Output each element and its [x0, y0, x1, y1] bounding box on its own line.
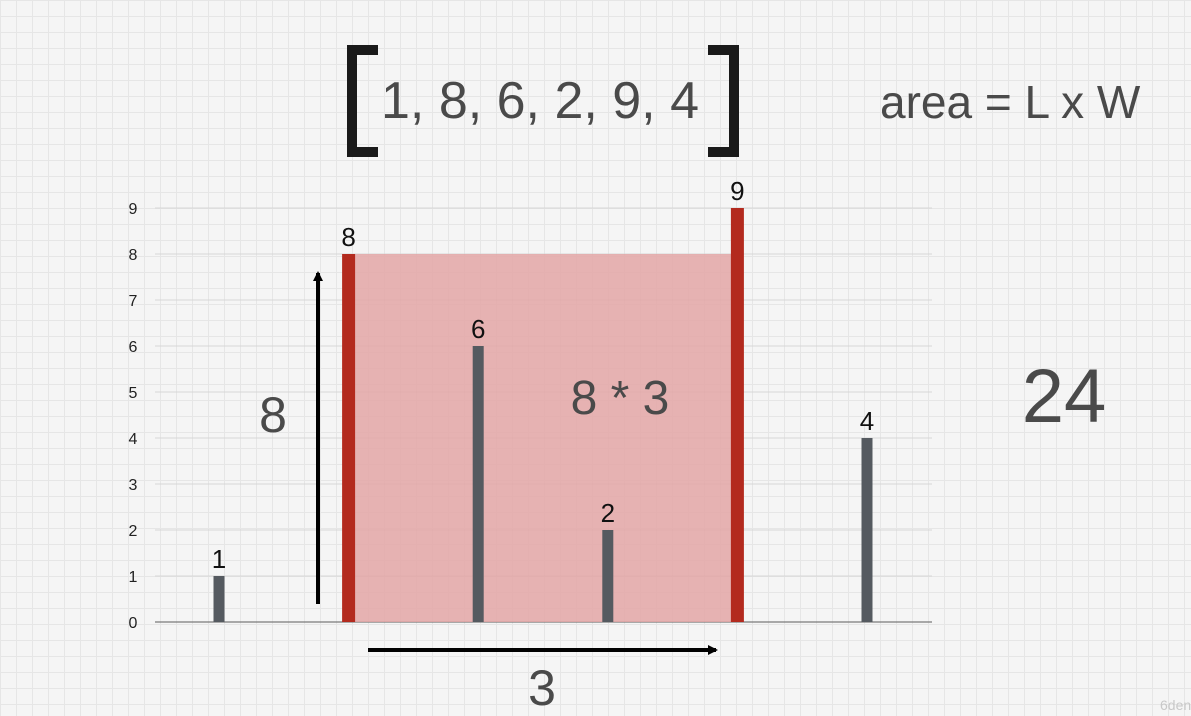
- y-tick-label: 1: [129, 569, 138, 586]
- y-axis-ticks: 0 1 2 3 4 5 6 7 8 9: [129, 201, 138, 632]
- height-label: 8: [259, 387, 287, 443]
- y-tick-label: 3: [129, 477, 138, 494]
- area-fill: [348, 254, 738, 622]
- array-display: 1, 8, 6, 2, 9, 4: [347, 45, 739, 157]
- watermark: 6den: [1160, 697, 1191, 713]
- highlighted-bar: [342, 254, 356, 622]
- width-label: 3: [528, 660, 556, 716]
- bar: [602, 530, 614, 622]
- bar: [861, 438, 873, 622]
- bars: [213, 208, 873, 622]
- y-tick-label: 8: [129, 247, 138, 264]
- area-product-label: 8 * 3: [571, 372, 670, 425]
- bar-value-label: 1: [212, 544, 226, 574]
- area-formula: area = L x W: [880, 76, 1141, 128]
- y-tick-label: 0: [129, 615, 138, 632]
- highlighted-bar: [730, 208, 744, 622]
- result-value: 24: [1022, 354, 1107, 439]
- water-area: [348, 254, 738, 622]
- y-tick-label: 4: [129, 431, 138, 448]
- bar: [213, 576, 225, 622]
- right-bracket: [708, 45, 739, 157]
- y-tick-label: 6: [129, 339, 138, 356]
- bar-value-label: 8: [341, 222, 355, 252]
- bar-value-label: 4: [860, 406, 874, 436]
- y-tick-label: 5: [129, 385, 138, 402]
- bar-value-label: 6: [471, 314, 485, 344]
- y-tick-label: 7: [129, 293, 138, 310]
- bar-value-label: 2: [601, 498, 615, 528]
- bar-value-label: 9: [730, 176, 744, 206]
- bar: [472, 346, 484, 622]
- array-text: 1, 8, 6, 2, 9, 4: [381, 72, 699, 130]
- bar-labels: 1 8 6 2 9 4: [212, 176, 874, 574]
- y-tick-label: 2: [129, 523, 138, 540]
- left-bracket: [347, 45, 378, 157]
- y-tick-label: 9: [129, 201, 138, 218]
